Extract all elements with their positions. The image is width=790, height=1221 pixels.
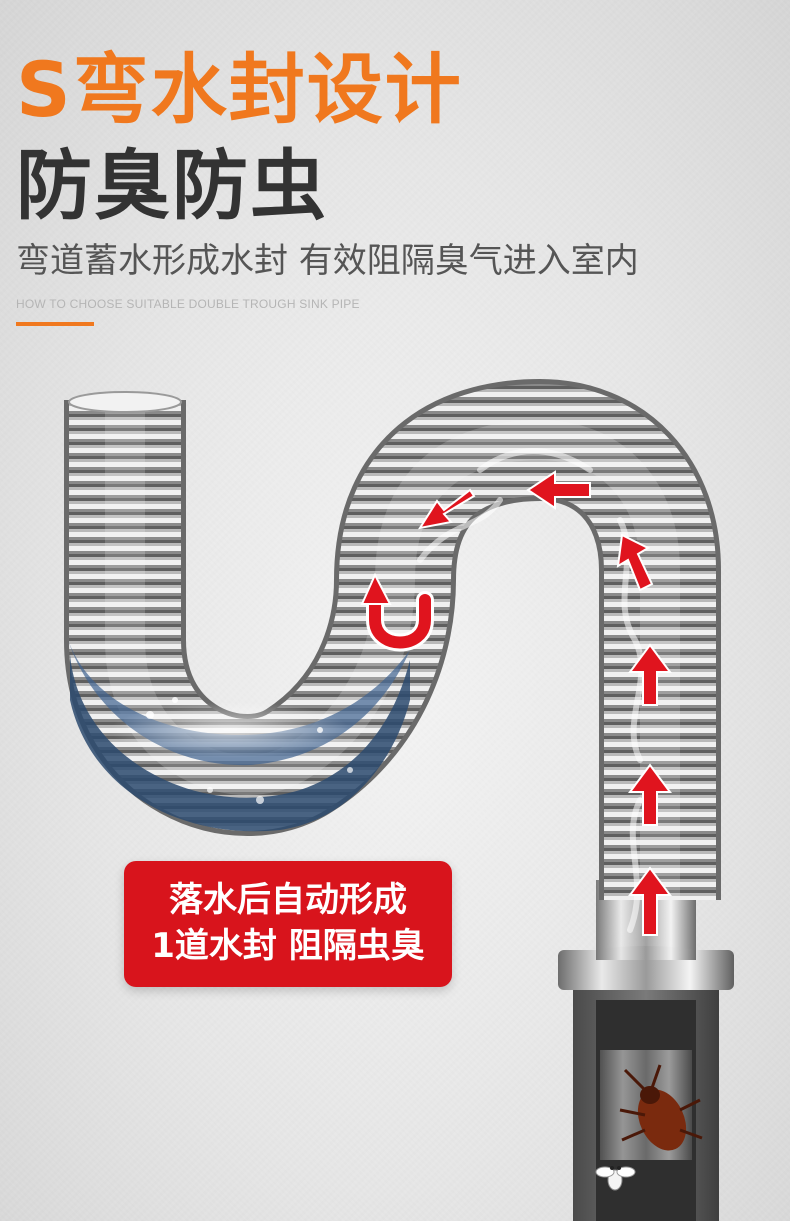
secondary-title: 防臭防虫 [16,141,328,230]
red-flow-arrow-icon [417,488,476,530]
red-flow-arrow-icon [526,470,591,510]
main-title: S弯水封设计 [16,45,463,134]
u-turn-arrow-icon [360,572,434,652]
callout-line-1: 落水后自动形成 [169,880,407,921]
water-seal-callout: 落水后自动形成 1道水封 阻隔虫臭 [124,861,452,987]
red-flow-arrow-icon [628,643,672,706]
water-seal [68,640,410,832]
flow-arrows [417,470,672,936]
accent-bar [16,322,94,326]
corrugated-pipe-body [64,378,721,900]
cockroach-icon [619,1064,703,1151]
english-tagline: HOW TO CHOOSE SUITABLE DOUBLE TROUGH SIN… [16,297,360,311]
subtitle: 弯道蓄水形成水封 有效阻隔臭气进入室内 [16,241,639,281]
callout-line-2: 1道水封 阻隔虫臭 [151,926,425,966]
red-flow-arrow-icon [616,533,654,592]
fly-icon [595,1166,636,1191]
red-flow-arrow-icon [628,763,672,826]
red-flow-arrow-icon [628,866,672,936]
